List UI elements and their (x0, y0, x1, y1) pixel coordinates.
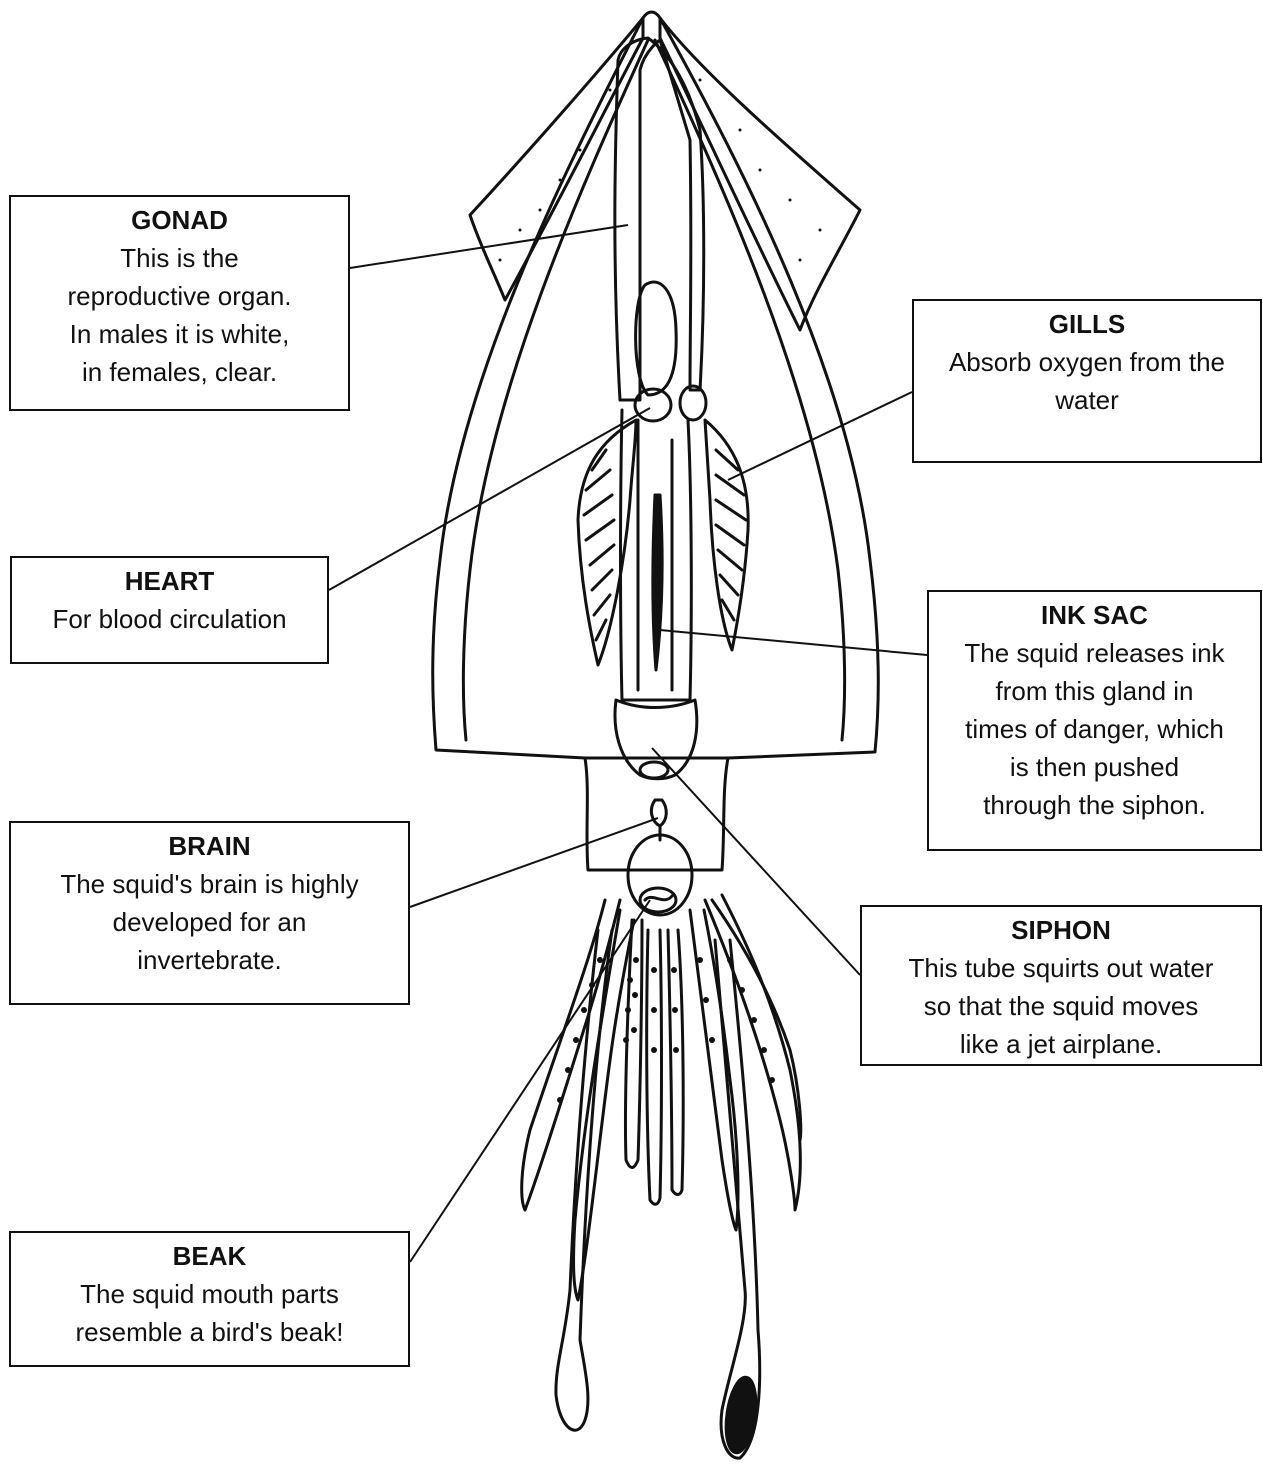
beak-leader (410, 900, 650, 1262)
ink-sac-description: The squid releases ink from this gland i… (929, 634, 1260, 824)
beak-title: BEAK (11, 1237, 408, 1275)
gills-leader (728, 392, 912, 480)
inksac-leader (660, 630, 927, 655)
gonad-shape (615, 38, 704, 400)
ink-sac-title: INK SAC (929, 596, 1260, 634)
beak-description: The squid mouth parts resemble a bird's … (11, 1275, 408, 1351)
gonad-title: GONAD (11, 201, 348, 239)
gonad-label: GONAD This is the reproductive organ. In… (9, 195, 350, 411)
gills-title: GILLS (914, 305, 1260, 343)
brain-leader (410, 818, 658, 907)
gonad-description: This is the reproductive organ. In males… (11, 239, 348, 391)
brain-description: The squid's brain is highly developed fo… (11, 865, 408, 979)
left-tentacle (556, 930, 612, 1430)
siphon-description: This tube squirts out water so that the … (862, 949, 1260, 1063)
gills-label: GILLS Absorb oxygen from the water (912, 299, 1262, 463)
siphon-label: SIPHON This tube squirts out water so th… (860, 905, 1262, 1066)
left-gill (578, 420, 636, 665)
heart-label: HEART For blood circulation (10, 556, 329, 664)
gills-description: Absorb oxygen from the water (914, 343, 1260, 419)
brain-label: BRAIN The squid's brain is highly develo… (9, 821, 410, 1005)
brain-shape (651, 800, 666, 826)
arm-1 (522, 900, 620, 1210)
siphon-title: SIPHON (862, 911, 1260, 949)
beak-label: BEAK The squid mouth parts resemble a bi… (9, 1231, 410, 1367)
arm-7 (705, 895, 800, 1210)
head (585, 758, 728, 870)
siphon-shape (615, 700, 697, 779)
heart-title: HEART (12, 562, 327, 600)
heart-leader (329, 408, 650, 590)
brain-title: BRAIN (11, 827, 408, 865)
right-gill (705, 420, 748, 650)
siphon-leader (652, 748, 860, 975)
ink-sac-label: INK SAC The squid releases ink from this… (927, 590, 1262, 851)
heart-description: For blood circulation (12, 600, 327, 638)
